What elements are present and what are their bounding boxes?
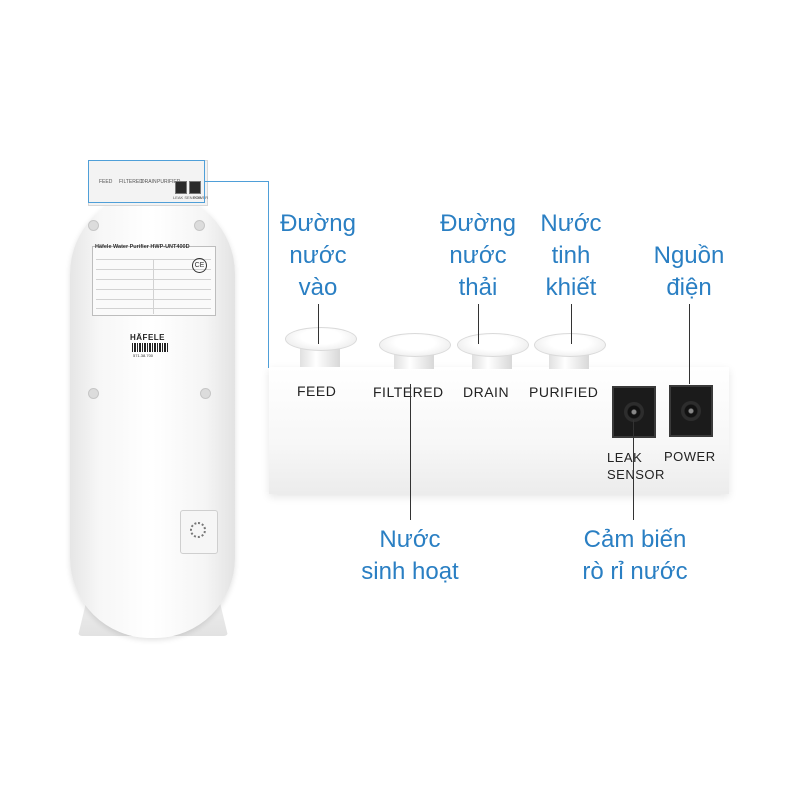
- pointer-drain: [478, 304, 479, 344]
- barcode: [132, 343, 168, 352]
- port-label-filtered: FILTERED: [373, 384, 444, 400]
- port-label-feed: FEED: [297, 383, 337, 399]
- spec-title: Häfele Water Purifier HWP-UNT400D: [95, 244, 190, 250]
- port-label-purified: PURIFIED: [529, 384, 599, 400]
- mini-label-drain: DRAIN: [141, 179, 157, 185]
- connector-line: [205, 181, 269, 182]
- pointer-purified: [571, 304, 572, 344]
- port-label-drain: DRAIN: [463, 384, 510, 400]
- screw: [88, 220, 99, 231]
- pointer-feed: [318, 304, 319, 344]
- feed-fitting: [283, 325, 357, 373]
- screw: [194, 220, 205, 231]
- filtered-fitting: [377, 333, 451, 373]
- barcode-number: 571.38.700: [133, 353, 154, 358]
- pointer-leak: [633, 420, 634, 520]
- pointer-power: [689, 304, 690, 384]
- mini-label-leak: LEAK SENSOR: [173, 195, 202, 200]
- power-jack: [669, 385, 713, 437]
- mini-label-feed: FEED: [99, 179, 113, 185]
- screw: [88, 388, 99, 399]
- purified-fitting: [532, 333, 606, 373]
- connector-line: [268, 181, 269, 368]
- spec-label: [92, 246, 216, 316]
- port-highlight-box: [88, 160, 205, 203]
- mini-leak-jack: [175, 181, 187, 194]
- screw: [200, 388, 211, 399]
- jack-label-power: POWER: [664, 449, 716, 464]
- mini-label-purified: PURIFIED: [157, 179, 181, 185]
- mini-label-power: POWER: [193, 195, 209, 200]
- leak-sensor-jack: [612, 386, 656, 438]
- ce-mark: CE: [192, 258, 207, 273]
- mini-power-jack: [189, 181, 201, 194]
- drain-fitting: [455, 333, 529, 373]
- brand-logo: HÄFELE: [130, 333, 165, 342]
- mini-label-filtered: FILTERED: [119, 179, 143, 185]
- leak-sensor-icon: [190, 522, 206, 538]
- pointer-filtered: [410, 384, 411, 520]
